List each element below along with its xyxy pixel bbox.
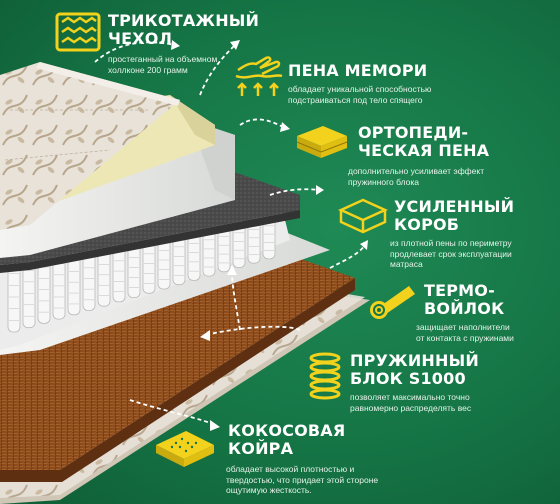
spring-block-layer [0, 200, 290, 350]
reinforced-box-icon [337, 198, 389, 234]
knitted-cover-icon [55, 12, 101, 52]
coconut-coir-icon [156, 431, 214, 467]
feature-felt: ТЕРМО- ВОЙЛОК защищает наполнители от ко… [416, 281, 554, 343]
feature-box: УСИЛЕННЫЙ КОРОБ из плотной пены по перим… [390, 197, 554, 270]
felt-roll-icon [370, 286, 415, 319]
feature-cover: ТРИКОТАЖНЫЙ ЧЕХОЛ простеганный на объемн… [108, 12, 268, 75]
feature-desc: из плотной пены по периметру продлевает … [390, 238, 512, 269]
orthopedic-foam-icon [296, 126, 348, 158]
coconut-coir-layer [0, 255, 355, 482]
feature-title: ТЕРМО- ВОЙЛОК [424, 281, 505, 318]
feature-ortho: ОРТОПЕДИ- ЧЕСКАЯ ПЕНА дополнительно усил… [348, 123, 548, 187]
feature-title: ПРУЖИННЫЙ БЛОК S1000 [350, 351, 479, 388]
feature-desc: простеганный на объемном холлконе 200 гр… [108, 54, 218, 75]
feature-title: ПЕНА МЕМОРИ [288, 61, 428, 80]
feature-memory: ПЕНА МЕМОРИ обладает уникальной способно… [288, 62, 548, 105]
feature-title: ОРТОПЕДИ- ЧЕСКАЯ ПЕНА [358, 123, 490, 160]
feature-title: КОКОСОВАЯ КОЙРА [228, 421, 346, 458]
lower-foam-layer [0, 232, 330, 355]
feature-desc: обладает высокой плотностью и твердостью… [226, 464, 379, 495]
arrow-heads [171, 40, 368, 431]
feature-desc: позволяет максимально точно равномерно р… [350, 392, 472, 413]
feature-coir: КОКОСОВАЯ КОЙРА обладает высокой плотнос… [226, 421, 468, 496]
feature-desc: обладает уникальной способностью подстра… [288, 84, 432, 105]
feature-springs: ПРУЖИННЫЙ БЛОК S1000 позволяет максималь… [350, 352, 550, 413]
feature-desc: дополнительно усиливает эффект пружинног… [348, 166, 485, 187]
memory-foam-hand-icon [235, 56, 283, 96]
knitted-cover-layer [0, 62, 180, 230]
feature-desc: защищает наполнители от контакта с пружи… [416, 322, 514, 343]
spring-coil-icon [309, 352, 341, 400]
feature-title: УСИЛЕННЫЙ КОРОБ [394, 197, 515, 234]
feature-title: ТРИКОТАЖНЫЙ ЧЕХОЛ [108, 11, 260, 48]
